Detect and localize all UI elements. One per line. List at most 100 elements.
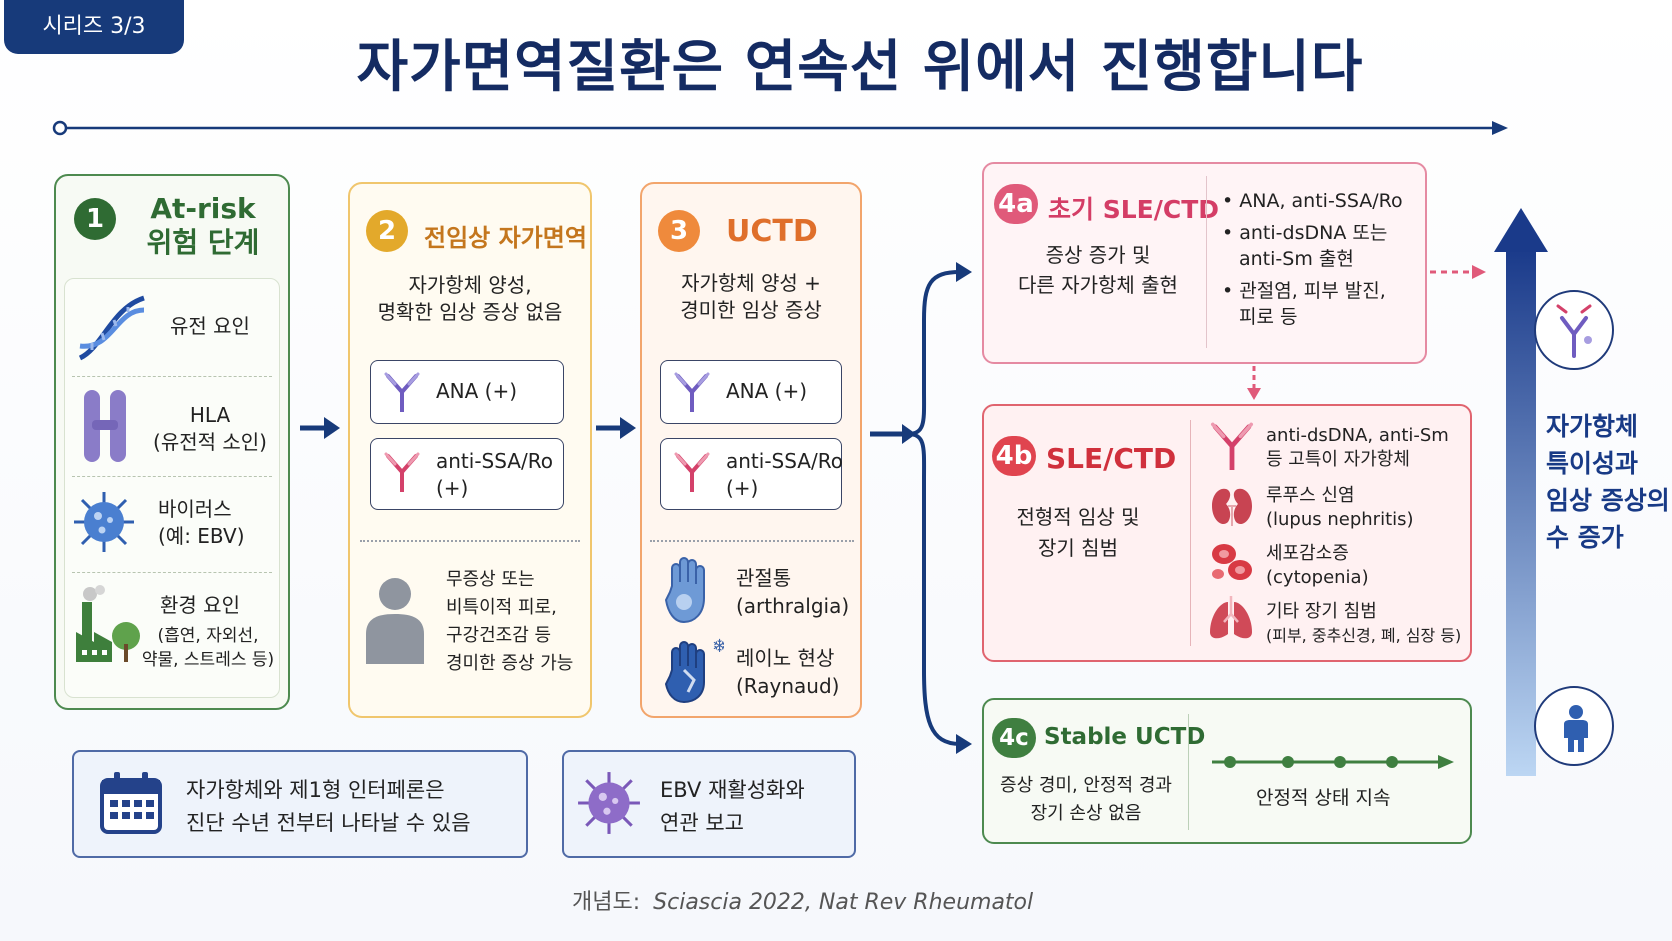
stage-2-note-1: 무증상 또는 (446, 569, 535, 590)
arrow-right-icon (596, 417, 636, 439)
antibody-icon (1211, 422, 1253, 470)
bullet-item: • ANA, anti-SSA/Ro (1222, 190, 1403, 212)
factor-virus: 바이러스 (예: EBV) (158, 496, 245, 550)
outcome-4a-desc-1: 증상 증가 및 (1045, 243, 1151, 267)
stage-2-number: 2 (366, 210, 408, 252)
outcome-4a-title: 초기 SLE/CTD (1048, 195, 1220, 224)
note-interferon-line-2: 진단 수년 전부터 나타날 수 있음 (186, 811, 471, 835)
stage-1-title: At-risk 위험 단계 (138, 192, 268, 260)
person-icon-circle (1534, 686, 1614, 766)
series-tag: 시리즈 3/3 (4, 0, 184, 54)
stage-3-number: 3 (658, 210, 700, 252)
note-ebv-line-1: EBV 재활성화와 (660, 778, 805, 802)
factor-environment-desc-2: 약물, 스트레스 등) (141, 650, 275, 670)
stage-3-description: 자가항체 양성 + 경미한 임상 증상 (644, 270, 858, 324)
antibody-ssa-label-1: anti-SSA/Ro (436, 449, 553, 473)
stage-2-description: 자가항체 양성, 명확한 임상 증상 없음 (356, 272, 584, 326)
stage-3-title: UCTD (726, 214, 818, 249)
factor-genetic: 유전 요인 (170, 314, 250, 338)
outcome-4a-description: 증상 증가 및 다른 자가항체 출현 (996, 240, 1200, 300)
progression-arrow (1494, 208, 1548, 776)
hand-joint-icon (664, 557, 705, 624)
divider (650, 540, 854, 542)
item-line-1: 기타 장기 침범 (1266, 601, 1377, 622)
outcome-4c-desc-2: 장기 손상 없음 (1030, 803, 1142, 824)
progression-label: 자가항체 특이성과 임상 증상의 수 증가 (1546, 408, 1670, 556)
factor-hla-title: HLA (189, 403, 231, 427)
blood-cell-icon (1212, 544, 1252, 580)
outcome-4a-tag: 4a (994, 184, 1038, 224)
note-ebv-text: EBV 재활성화와 연관 보고 (660, 774, 805, 840)
divider (72, 376, 272, 377)
bullet-text: anti-dsDNA 또는 (1239, 222, 1388, 244)
stable-timeline-label: 안정적 상태 지속 (1256, 787, 1391, 809)
symptom-arthralgia-ko: 관절통 (736, 566, 792, 590)
virus-icon (74, 492, 134, 552)
outcome-4c-desc-1: 증상 경미, 안정적 경과 (1000, 775, 1172, 796)
factor-environment-desc: (흡연, 자외선, 약물, 스트레스 등) (140, 624, 276, 672)
outcome-4b-tag: 4b (992, 436, 1036, 476)
symptom-arthralgia-en: (arthralgia) (736, 594, 850, 618)
divider (72, 572, 272, 573)
divider (1190, 420, 1191, 646)
outcome-4c-description: 증상 경미, 안정적 경과 장기 손상 없음 (994, 772, 1178, 828)
antibody-ssa-label-2: (+) (436, 476, 469, 500)
item-line-1: 루푸스 신염 (1266, 485, 1355, 506)
symptom-raynaud-en: (Raynaud) (736, 674, 840, 698)
timeline-arrow (52, 120, 1508, 136)
stage-1-number: 1 (74, 198, 116, 240)
dashed-arrow-right (1430, 265, 1486, 279)
outcome-4a-bullets: • ANA, anti-SSA/Ro • anti-dsDNA 또는 anti-… (1222, 188, 1403, 330)
antibody-ana-label: ANA (+) (436, 379, 518, 403)
stage-1-factors-panel (64, 278, 280, 698)
antibody-ssa-label: anti-SSA/Ro (+) (436, 448, 553, 502)
calendar-icon (100, 772, 162, 834)
bullet-item: • anti-dsDNA 또는 anti-Sm 출현 (1222, 222, 1388, 270)
stage-2-title: 전임상 자가면역 (424, 224, 587, 252)
stage-2-note-3: 구강건조감 등 (446, 625, 552, 646)
factor-hla-desc: (유전적 소인) (153, 430, 267, 454)
divider (360, 540, 580, 542)
person-icon (1564, 705, 1588, 752)
note-interferon-line-1: 자가항체와 제1형 인터페론은 (186, 778, 445, 802)
outcome-4b-desc-2: 장기 침범 (1038, 536, 1118, 560)
page-title: 자가면역질환은 연속선 위에서 진행합니다 (356, 35, 1364, 100)
kidney-icon (1212, 488, 1252, 526)
bullet-text: 관절염, 피부 발진, (1239, 280, 1386, 302)
outcome-4a-card (982, 162, 1427, 364)
item-line-1: anti-dsDNA, anti-Sm (1266, 425, 1449, 446)
divider (1188, 714, 1189, 830)
outcome-4b-description: 전형적 임상 및 장기 침범 (996, 502, 1160, 564)
outcome-4b-item-kidney: 루푸스 신염 (lupus nephritis) (1266, 484, 1414, 532)
factor-virus-title: 바이러스 (158, 497, 232, 521)
outcome-4c-card (982, 698, 1472, 844)
stage-3-desc-2: 경미한 임상 증상 (680, 298, 822, 322)
symptom-raynaud-ko: 레이노 현상 (736, 646, 835, 670)
bullet-text-cont: 피로 등 (1239, 306, 1298, 328)
item-line-2: (cytopenia) (1266, 567, 1369, 588)
outcome-4b-desc-1: 전형적 임상 및 (1016, 505, 1140, 529)
item-line-1: 세포감소증 (1266, 543, 1349, 564)
bullet-text-cont: anti-Sm 출현 (1239, 248, 1354, 270)
antibody-ssa-label: anti-SSA/Ro (+) (726, 448, 843, 502)
citation-source: Sciascia 2022, Nat Rev Rheumatol (653, 890, 1034, 915)
antibody-icon (384, 372, 420, 412)
stable-timeline (1212, 755, 1454, 769)
arrow-right-icon (300, 417, 340, 439)
dna-icon (78, 295, 145, 361)
virus-icon (578, 772, 640, 834)
bullet-item: • 관절염, 피부 발진, 피로 등 (1222, 280, 1386, 328)
antibody-cluster-icon (1534, 290, 1614, 370)
stage-1-title-ko: 위험 단계 (146, 226, 260, 259)
stage-2-note-4: 경미한 증상 가능 (446, 653, 574, 674)
factor-environment-title: 환경 요인 (160, 593, 240, 617)
divider (1206, 176, 1207, 348)
antibody-ssa-label-2: (+) (726, 476, 759, 500)
note-ebv-line-2: 연관 보고 (660, 811, 744, 835)
progression-label-3: 임상 증상의 (1546, 486, 1670, 515)
divider (72, 476, 272, 477)
item-line-2: 등 고특이 자가항체 (1266, 449, 1410, 470)
lungs-icon (1210, 596, 1252, 639)
stage-2-note-2: 비특이적 피로, (446, 597, 557, 618)
progression-label-1: 자가항체 (1546, 412, 1639, 441)
